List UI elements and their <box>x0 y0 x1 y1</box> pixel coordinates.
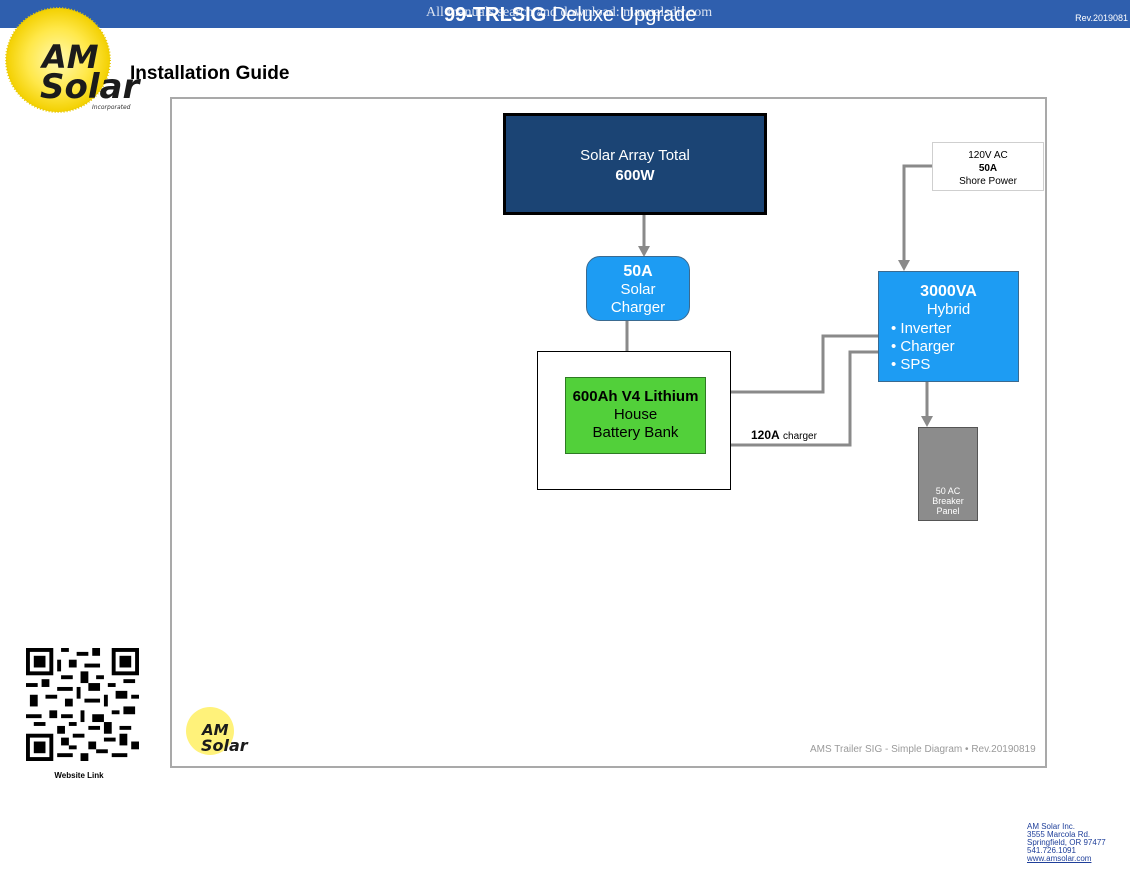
connector-shore-to-hybrid <box>902 164 932 262</box>
arrowhead-charger <box>638 246 650 257</box>
small-logo-text-am: AM <box>201 721 229 739</box>
am-solar-logo-small: AM Solar <box>186 707 249 755</box>
charger-current-text: charger <box>783 431 817 442</box>
page-title: Installation Guide <box>130 63 290 84</box>
qr-label: Website Link <box>54 771 104 780</box>
diagram-caption: AMS Trailer SIG - Simple Diagram • Rev.2… <box>810 744 1036 755</box>
solar-array-label: Solar Array Total <box>580 147 690 164</box>
breaker-label-2: Breaker <box>932 496 964 506</box>
breaker-label-3: Panel <box>936 506 960 516</box>
shore-voltage: 120V AC <box>968 150 1008 161</box>
company-address: AM Solar Inc. 3555 Marcola Rd. Springfie… <box>1027 823 1106 863</box>
logo-text-solar: Solar <box>40 67 141 107</box>
charger-current-amps: 120A <box>751 428 780 442</box>
hybrid-feature-list: • Inverter • Charger • SPS <box>879 320 1018 374</box>
hybrid-feature-sps: • SPS <box>891 356 931 373</box>
charger-current-label: 120A charger <box>751 428 817 442</box>
title-rest: Deluxe Upgrade <box>551 4 697 26</box>
diagram-frame <box>170 97 1047 768</box>
header-bar: All manuals search and download: manuals… <box>0 0 1130 28</box>
logo-text-am: AM <box>39 38 99 76</box>
arrowhead-hybrid <box>898 260 910 271</box>
solar-charger-box: 50A Solar Charger <box>586 256 690 321</box>
solar-array-wattage: 600W <box>615 167 655 184</box>
qr-code-icon[interactable] <box>26 648 139 761</box>
arrowhead-breaker <box>921 416 933 427</box>
battery-bank-box: 600Ah V4 Lithium House Battery Bank <box>565 377 706 454</box>
breaker-panel-box: 50 AC Breaker Panel <box>918 427 978 521</box>
shore-amps: 50A <box>978 163 998 174</box>
website-link[interactable]: www.amsolar.com <box>1027 854 1092 863</box>
hybrid-label: Hybrid <box>926 301 971 318</box>
hybrid-inverter-box: 3000VA Hybrid • Inverter • Charger • SPS <box>878 271 1019 382</box>
breaker-label-1: 50 AC <box>935 486 961 496</box>
battery-label-1: House <box>613 406 658 423</box>
document-title: 99-TRLSIG Deluxe Upgrade <box>444 4 696 27</box>
connector-hybrid-to-battery <box>717 334 878 394</box>
charger-label-1: Solar <box>620 281 656 298</box>
hybrid-feature-inverter: • Inverter <box>891 320 952 337</box>
connector-charger-line <box>717 350 878 447</box>
revision-label: Rev.2019081 <box>1075 13 1128 23</box>
solar-array-box: Solar Array Total 600W <box>503 113 767 215</box>
battery-spec: 600Ah V4 Lithium <box>572 388 699 405</box>
shore-power-box: 120V AC 50A Shore Power <box>932 142 1044 191</box>
logo-tagline: Incorporated <box>92 104 131 111</box>
hybrid-feature-charger: • Charger <box>891 338 955 355</box>
small-logo-text-solar: Solar <box>201 736 249 755</box>
address-company: AM Solar Inc. <box>1027 822 1076 831</box>
am-solar-logo: AM Solar Incorporated <box>5 7 141 113</box>
charger-label-2: Charger <box>610 299 666 316</box>
model-number: 99-TRLSIG <box>444 4 547 26</box>
address-phone: 541.726.1091 <box>1027 846 1076 855</box>
watermark: All manuals search and download: manuals… <box>426 5 713 20</box>
address-city: Springfield, OR 97477 <box>1027 838 1106 847</box>
address-street: 3555 Marcola Rd. <box>1027 830 1091 839</box>
shore-label: Shore Power <box>959 176 1017 187</box>
hybrid-rating: 3000VA <box>920 283 977 300</box>
battery-label-2: Battery Bank <box>592 424 679 441</box>
charger-amps: 50A <box>623 263 653 280</box>
